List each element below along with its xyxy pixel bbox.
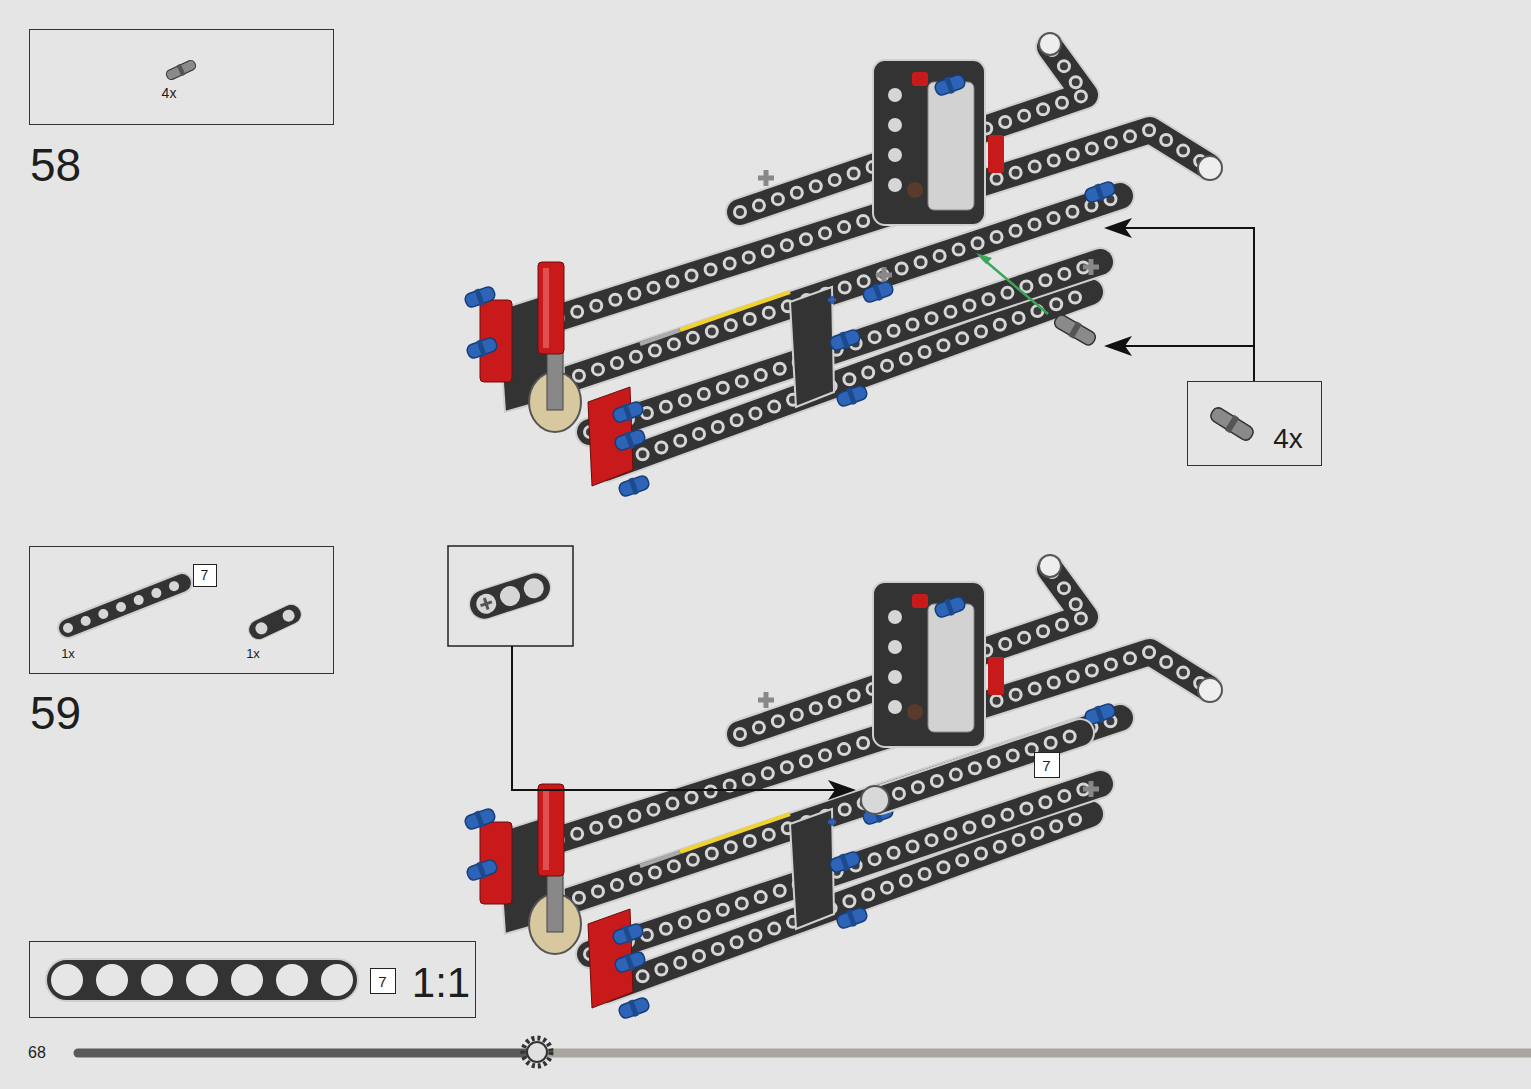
length-number: 7 <box>201 568 209 582</box>
progress-bar <box>78 1049 537 1058</box>
length-number: 7 <box>1042 757 1050 772</box>
model-step-59 <box>497 583 522 608</box>
part-icon <box>68 583 182 628</box>
model-step-58 <box>463 33 1254 499</box>
progress-bar <box>537 1049 1531 1058</box>
model-step-59 <box>828 780 856 800</box>
parts-list-box: 1x 1x 7 <box>29 546 334 674</box>
part-icon <box>68 583 182 628</box>
part-icon <box>276 964 308 996</box>
quantity-text: 4x <box>162 86 177 100</box>
model-step-59 <box>448 546 573 646</box>
part-icon <box>321 964 353 996</box>
quantity-text: 4x <box>1273 425 1303 453</box>
quantity-text: 1:1 <box>412 962 470 1004</box>
callout-box: 4x <box>1187 381 1322 466</box>
model-step-58 <box>1052 312 1099 349</box>
model-step-59 <box>512 646 836 790</box>
model-step-59 <box>463 555 1222 1021</box>
part-icon <box>253 620 269 636</box>
length-badge: 7 <box>193 564 217 587</box>
part-icon <box>245 601 304 643</box>
model-step-59 <box>479 596 494 611</box>
model-step-59 <box>880 733 1080 800</box>
model-step-58 <box>982 258 1048 314</box>
model-step-59 <box>465 569 554 623</box>
model-step-58 <box>1104 336 1132 356</box>
part-icon <box>165 58 198 82</box>
part-icon <box>141 964 173 996</box>
model-step-58 <box>1124 228 1254 381</box>
model-step-58 <box>1104 218 1132 238</box>
part-icon <box>46 959 358 1001</box>
model-step-59 <box>880 733 1080 800</box>
model-step-59 <box>880 733 1080 800</box>
quantity-text: 1x <box>61 647 75 660</box>
model-step-59 <box>474 591 499 616</box>
part-icon <box>231 964 263 996</box>
step-number: 59 <box>30 690 81 736</box>
model-step-59 <box>521 576 546 601</box>
part-icon <box>46 58 1256 1001</box>
part-icon <box>186 964 218 996</box>
length-badge: 7 <box>1034 752 1060 778</box>
progress-bar <box>523 1038 551 1066</box>
progress-bar <box>527 1042 547 1062</box>
model-step-59 <box>465 569 554 623</box>
part-icon <box>51 964 83 996</box>
scale-box: 1:1 7 <box>29 941 476 1018</box>
length-badge: 7 <box>370 968 396 994</box>
part-icon <box>1208 404 1257 444</box>
length-number: 7 <box>378 973 386 988</box>
model-step-59 <box>880 733 1080 800</box>
model-step-59 <box>861 786 889 814</box>
part-icon <box>68 583 182 628</box>
part-icon <box>96 964 128 996</box>
model-step-58 <box>976 253 992 264</box>
model-step-58 <box>463 33 1222 499</box>
step-number: 58 <box>30 142 81 188</box>
part-icon <box>68 583 182 628</box>
part-icon <box>245 601 304 643</box>
part-icon <box>46 959 358 1001</box>
quantity-text: 1x <box>246 647 260 660</box>
parts-list-box: 4x <box>29 29 334 125</box>
model-step-59 <box>448 546 1222 1021</box>
progress-bar <box>78 1038 1531 1066</box>
part-icon <box>281 608 297 624</box>
page-number: 68 <box>28 1045 46 1061</box>
